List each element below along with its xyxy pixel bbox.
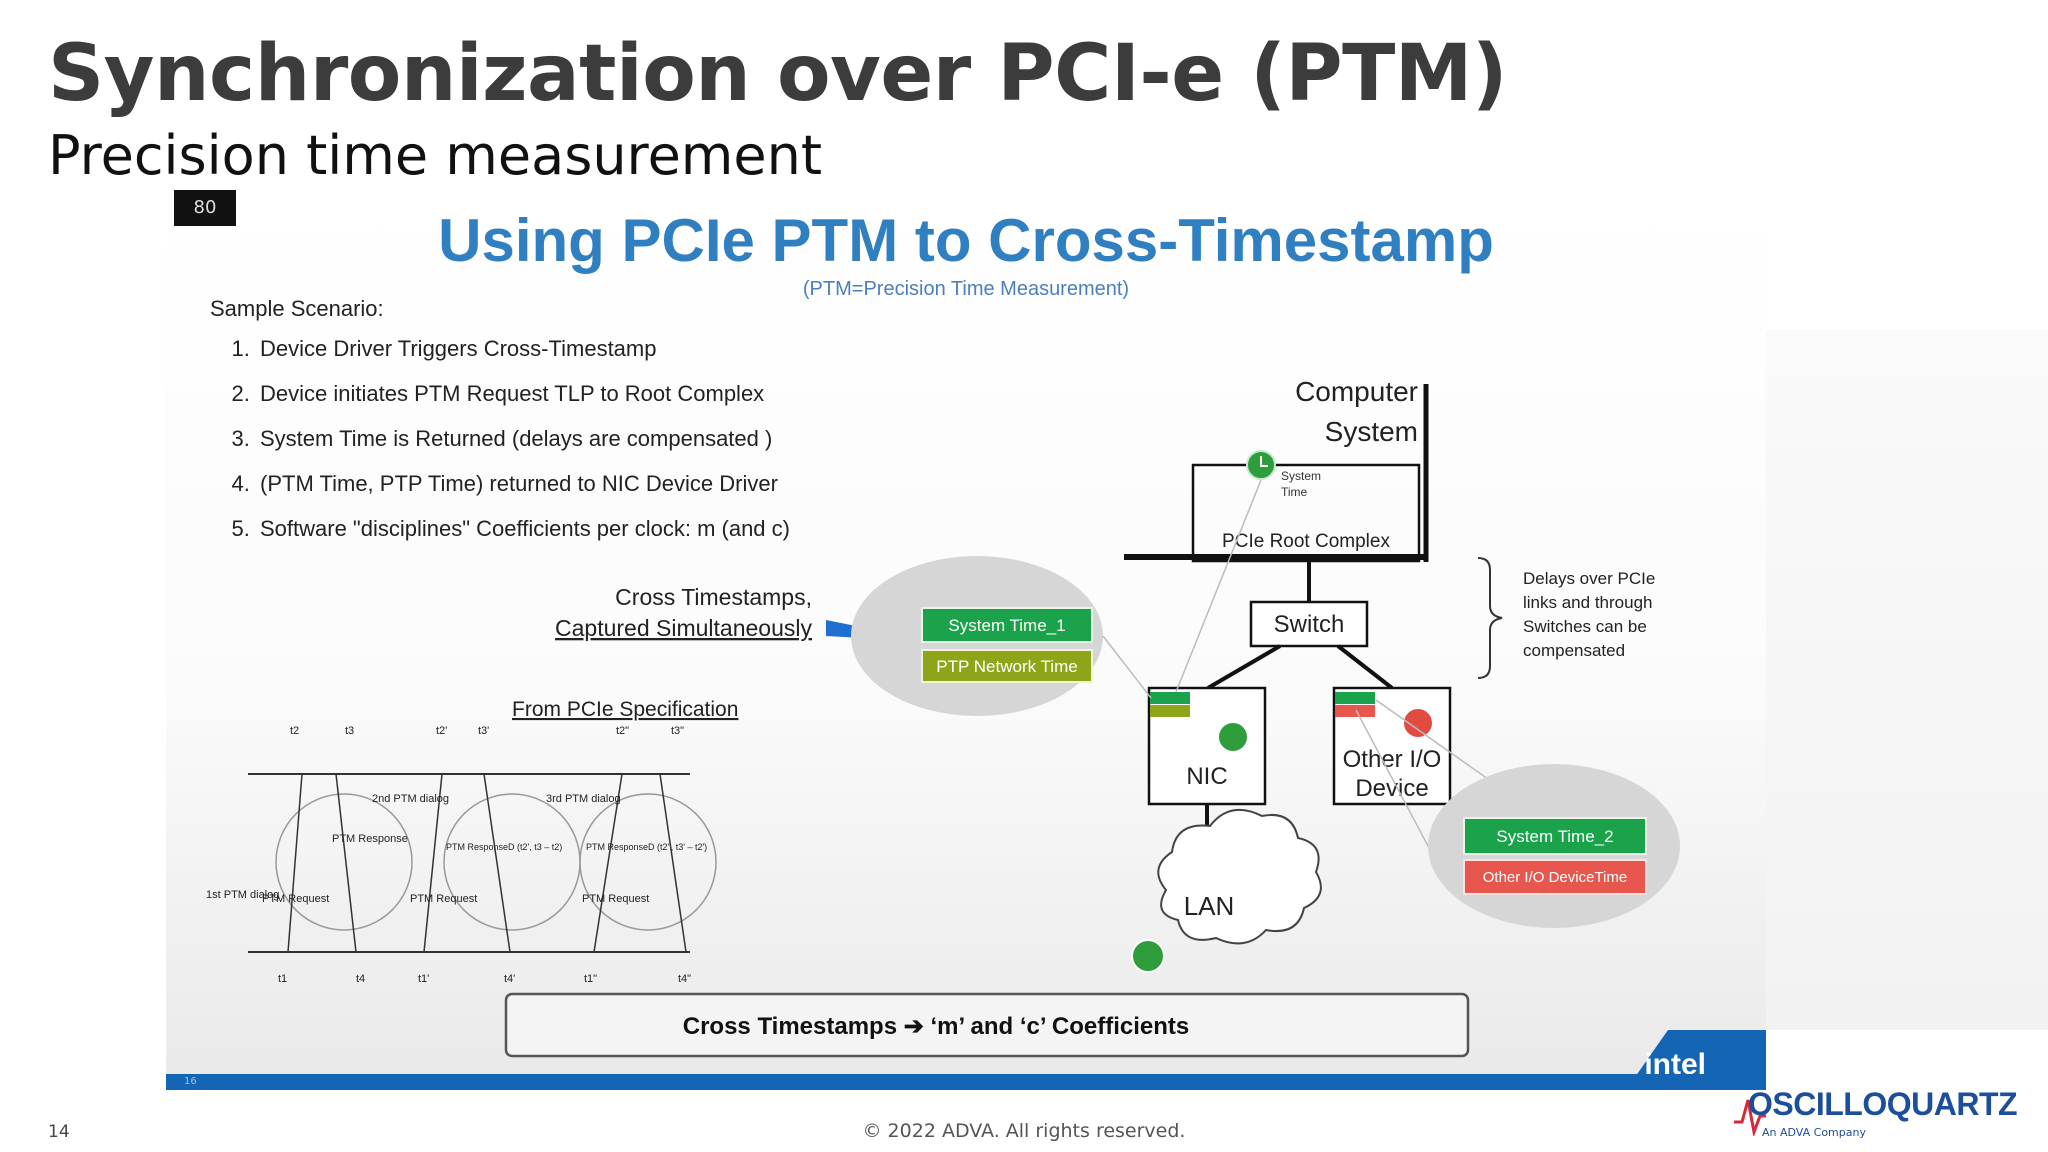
embedded-screenshot: 80 Using PCIe PTM to Cross-Timestamp (PT… xyxy=(166,190,1766,1090)
root-complex-box xyxy=(1191,463,1421,563)
screenshot-footer-page: 16 xyxy=(184,1076,197,1087)
request-arrow xyxy=(593,773,623,953)
timing-top-label: t3' xyxy=(478,725,489,737)
timing-bottom-label: t1" xyxy=(584,973,597,985)
lan-clock-icon xyxy=(1131,939,1165,973)
dialog-label: 2nd PTM dialog xyxy=(372,793,449,805)
other-device-time-badge xyxy=(1463,859,1647,895)
timing-top-label: t2" xyxy=(616,725,629,737)
timing-bottom-label: t1 xyxy=(278,973,287,985)
other-system-time-mini xyxy=(1335,692,1375,704)
ptm-dialog-circle xyxy=(579,793,717,931)
bottom-banner-box xyxy=(504,992,1470,1058)
delays-note-line: links and through xyxy=(1523,593,1652,612)
from-spec-label: From PCIe Specification xyxy=(512,698,738,721)
callout-line xyxy=(1102,635,1152,699)
delays-note-line: compensated xyxy=(1523,641,1625,660)
other-io-label-line1: Other I/O xyxy=(1343,746,1442,773)
cross-timestamps-line2: Captured Simultaneously xyxy=(555,615,812,641)
callout-line xyxy=(1175,479,1262,693)
response-label: PTM ResponseD (t2', t3 – t2) xyxy=(446,842,562,852)
system-time-2-badge xyxy=(1463,817,1647,855)
system-time-label-2: Time xyxy=(1281,485,1308,499)
scenario-step: System Time is Returned (delays are comp… xyxy=(256,426,910,452)
other-io-clock-icon xyxy=(1402,707,1434,739)
inner-title: Using PCIe PTM to Cross-Timestamp xyxy=(438,207,1494,274)
copyright-notice: © 2022 ADVA. All rights reserved. xyxy=(862,1120,1186,1142)
oscilloquartz-logo: OSCILLOQUARTZ An ADVA Company xyxy=(1732,1086,2022,1142)
dialog-label: 1st PTM dialog xyxy=(206,889,279,901)
cross-timestamps-line1: Cross Timestamps, xyxy=(615,584,812,610)
response-label: PTM Response xyxy=(332,833,408,845)
nic-label: NIC xyxy=(1186,763,1227,790)
timing-bottom-label: t1' xyxy=(418,973,429,985)
delays-note-line: Delays over PCIe xyxy=(1523,569,1655,588)
clock-hands-icon xyxy=(1260,456,1268,467)
request-label: PTM Request xyxy=(262,893,329,905)
camera-badge: 80 xyxy=(174,190,236,226)
computer-label-line1: Computer xyxy=(1295,376,1418,407)
nic-system-time-mini xyxy=(1150,692,1190,704)
ptm-dialog-circle xyxy=(275,793,413,931)
bottom-banner-text: Cross Timestamps ➔ ‘m’ and ‘c’ Coefficie… xyxy=(683,1013,1190,1040)
delays-note-line: Switches can be xyxy=(1523,617,1647,636)
page-number: 14 xyxy=(48,1122,70,1142)
timing-top-label: t3" xyxy=(671,725,684,737)
system-time-2-label: System Time_2 xyxy=(1496,827,1613,846)
timing-diagram: t2 t3 t2' t3' t2" t3" t1 t4 t1' t4' t1" … xyxy=(206,725,717,985)
timing-bottom-label: t4' xyxy=(504,973,515,985)
logo-wave-icon xyxy=(1734,1099,1766,1136)
inner-subtitle: (PTM=Precision Time Measurement) xyxy=(802,278,1130,300)
request-arrow xyxy=(423,773,443,953)
system-time-1-badge xyxy=(921,607,1093,643)
lan-cloud xyxy=(1157,808,1322,945)
scenario-step: Device initiates PTM Request TLP to Root… xyxy=(256,381,910,407)
scenario-step: Software "disciplines" Coefficients per … xyxy=(256,516,910,542)
response-arrow xyxy=(659,773,687,953)
ptp-network-time-badge xyxy=(921,649,1093,683)
scenario-step: (PTM Time, PTP Time) returned to NIC Dev… xyxy=(256,471,910,497)
ptm-dialog-circle xyxy=(443,793,581,931)
slide-subtitle: Precision time measurement xyxy=(48,124,823,187)
switch-to-other-link xyxy=(1336,644,1394,690)
other-device-time-label: Other I/O DeviceTime xyxy=(1483,869,1627,886)
dialog-label: 3rd PTM dialog xyxy=(546,793,621,805)
request-label: PTM Request xyxy=(582,893,649,905)
scenario-heading: Sample Scenario: xyxy=(210,296,384,321)
timing-bottom-label: t4 xyxy=(356,973,365,985)
ptp-network-time-label: PTP Network Time xyxy=(936,657,1077,676)
nic-ptp-time-mini xyxy=(1150,705,1190,717)
slide-title: Synchronization over PCI-e (PTM) xyxy=(48,29,1508,119)
request-arrow xyxy=(287,773,303,953)
response-arrow xyxy=(483,773,511,953)
lan-label: LAN xyxy=(1184,891,1235,921)
system-time-1-label: System Time_1 xyxy=(948,616,1065,635)
sample-scenario: Sample Scenario: Device Driver Triggers … xyxy=(210,296,910,561)
screenshot-right-fill xyxy=(1766,330,2048,1030)
computer-label-line2: System xyxy=(1325,416,1418,447)
timing-bottom-label: t4" xyxy=(678,973,691,985)
response-arrow xyxy=(335,773,357,953)
brand-name: OSCILLOQUARTZ xyxy=(1748,1086,2018,1122)
nic-clock-icon xyxy=(1217,721,1249,753)
scenario-step: Device Driver Triggers Cross-Timestamp xyxy=(256,336,910,362)
other-device-time-mini xyxy=(1335,705,1375,717)
root-complex-label: PCIe Root Complex xyxy=(1222,531,1390,552)
switch-box xyxy=(1249,600,1369,648)
delays-brace xyxy=(1477,557,1503,679)
response-label: PTM ResponseD (t2", t3' – t2') xyxy=(586,842,707,852)
timing-top-label: t3 xyxy=(345,725,354,737)
request-label: PTM Request xyxy=(410,893,477,905)
scenario-steps: Device Driver Triggers Cross-Timestamp D… xyxy=(210,336,910,542)
switch-to-nic-link xyxy=(1206,644,1282,690)
timing-top-label: t2' xyxy=(436,725,447,737)
timing-top-label: t2 xyxy=(290,725,299,737)
switch-label: Switch xyxy=(1274,611,1345,638)
screenshot-footer-bar: 16 xyxy=(166,1074,1766,1090)
ptm-diagram: Cross Timestamps, Captured Simultaneousl… xyxy=(206,376,1680,1058)
brand-tagline: An ADVA Company xyxy=(1762,1126,1866,1139)
system-time-label-1: System xyxy=(1281,469,1321,483)
